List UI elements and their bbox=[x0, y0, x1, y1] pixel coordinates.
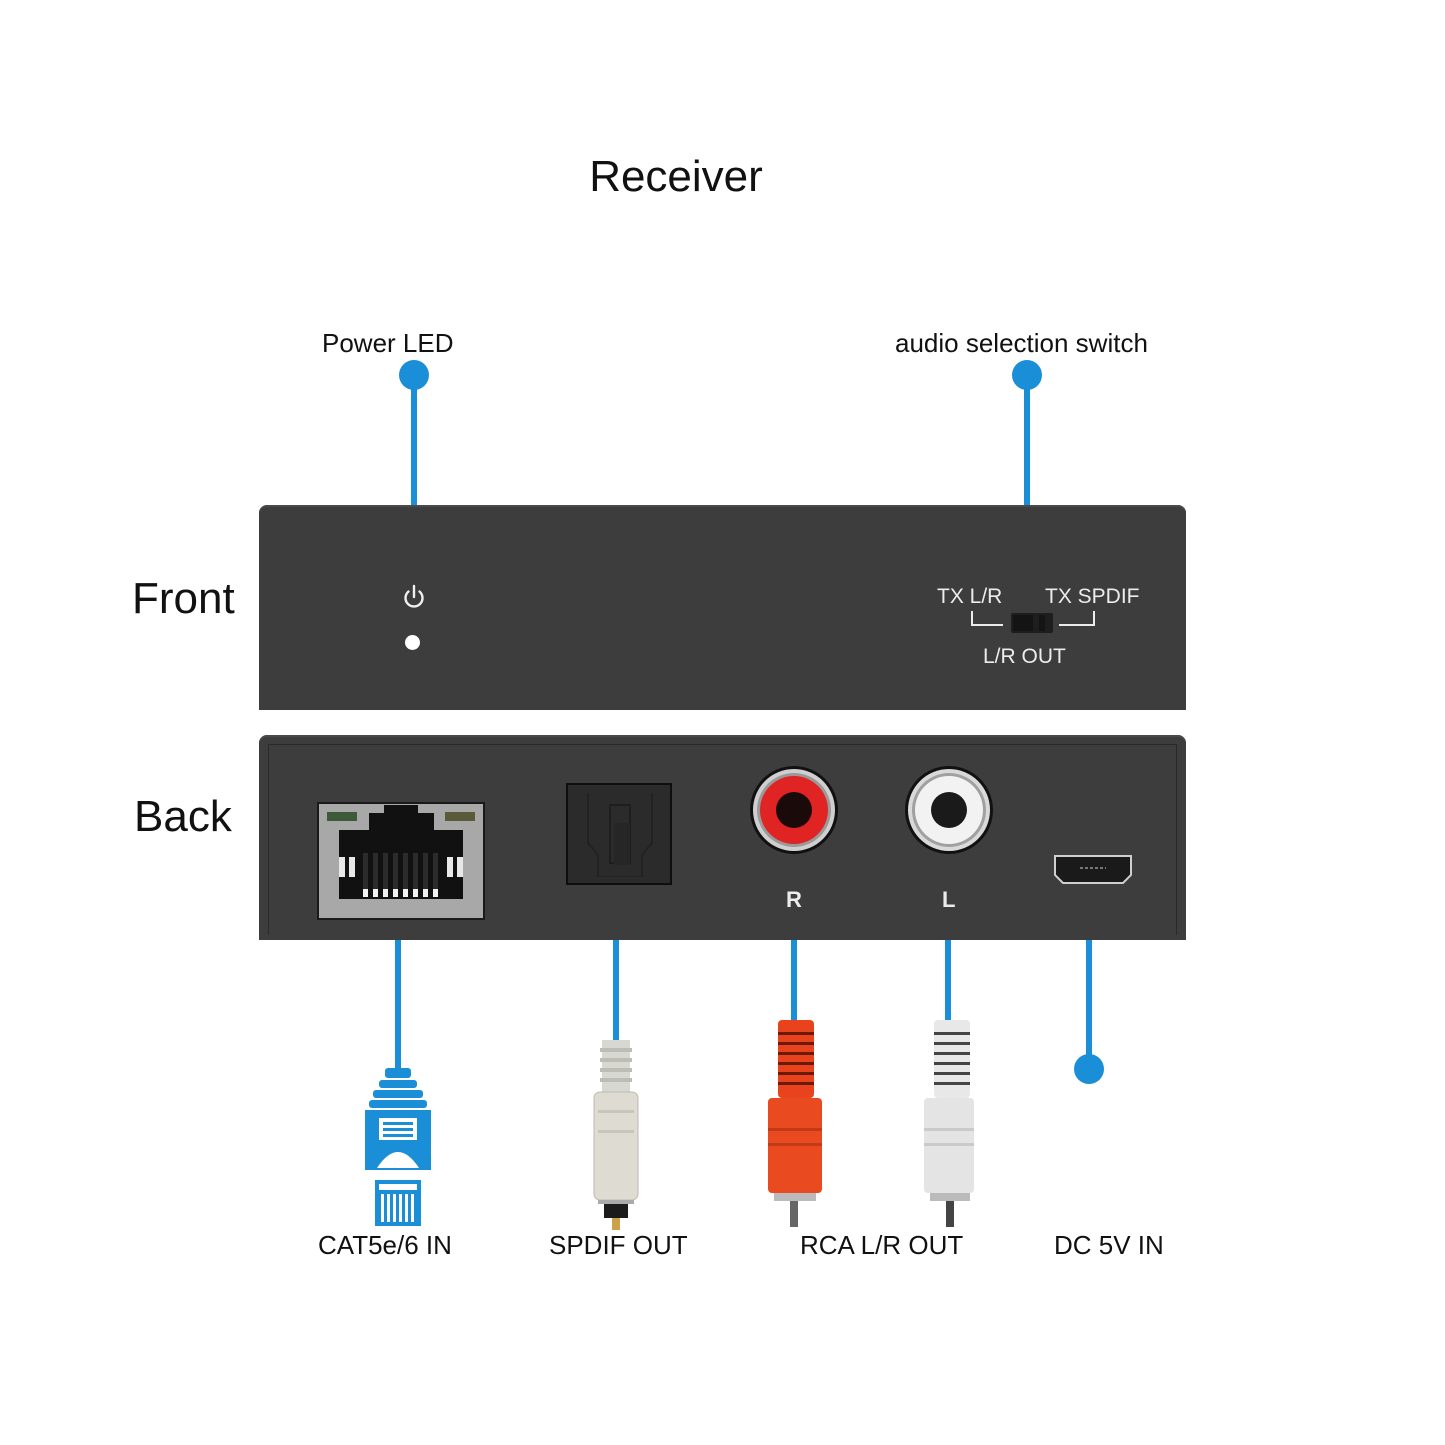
rca-port-icon bbox=[750, 766, 838, 854]
rca-port-right[interactable] bbox=[749, 765, 839, 855]
front-panel: TX L/R TX SPDIF L/R OUT bbox=[259, 505, 1186, 710]
switch-knob[interactable] bbox=[1013, 615, 1033, 631]
activity-led bbox=[445, 812, 475, 821]
dc-leader-line bbox=[1086, 940, 1092, 1064]
power-led-indicator bbox=[405, 635, 420, 650]
rca-lr-out-label: RCA L/R OUT bbox=[800, 1230, 964, 1260]
spdif-out-label: SPDIF OUT bbox=[549, 1230, 688, 1260]
toslink-port-icon bbox=[587, 793, 653, 877]
audio-switch-leader-line bbox=[1024, 380, 1030, 506]
ethernet-plug-icon bbox=[363, 1068, 433, 1228]
rca-right-label: R bbox=[786, 887, 802, 912]
switch-bracket-left bbox=[971, 611, 1003, 626]
diagram-title: Receiver bbox=[589, 152, 763, 201]
rca-l-leader-line bbox=[945, 940, 951, 1022]
link-led bbox=[327, 812, 357, 821]
audio-switch-label: audio selection switch bbox=[895, 328, 1148, 358]
front-view-label: Front bbox=[132, 574, 235, 623]
audio-selection-switch[interactable] bbox=[1011, 613, 1053, 633]
ethernet-socket-icon bbox=[339, 805, 463, 899]
switch-bracket-right bbox=[1059, 611, 1095, 626]
rca-r-leader-line bbox=[791, 940, 797, 1022]
switch-label-lr-out: L/R OUT bbox=[983, 645, 1066, 668]
rca-left-label: L bbox=[942, 887, 956, 912]
cat5-in-label: CAT5e/6 IN bbox=[318, 1230, 452, 1260]
ethernet-port[interactable] bbox=[317, 802, 485, 920]
dc-callout-dot bbox=[1074, 1054, 1104, 1084]
dc-power-port[interactable] bbox=[1052, 853, 1134, 885]
rca-plugs-icon bbox=[766, 1018, 976, 1230]
power-led-label: Power LED bbox=[322, 328, 454, 358]
back-view-label: Back bbox=[134, 792, 232, 841]
spdif-leader-line bbox=[613, 940, 619, 1044]
rca-port-left[interactable] bbox=[904, 765, 994, 855]
back-panel: R L bbox=[259, 735, 1186, 940]
switch-label-tx-spdif: TX SPDIF bbox=[1045, 585, 1140, 608]
cat-leader-line bbox=[395, 940, 401, 1072]
dc-5v-in-label: DC 5V IN bbox=[1054, 1230, 1164, 1260]
rca-port-icon bbox=[905, 766, 993, 854]
toslink-plug-icon bbox=[588, 1040, 644, 1230]
switch-label-tx-lr: TX L/R bbox=[937, 585, 1003, 608]
micro-usb-port-icon bbox=[1054, 855, 1132, 884]
power-icon bbox=[400, 583, 428, 611]
power-led-leader-line bbox=[411, 380, 417, 506]
optical-toslink-port[interactable] bbox=[566, 783, 672, 885]
